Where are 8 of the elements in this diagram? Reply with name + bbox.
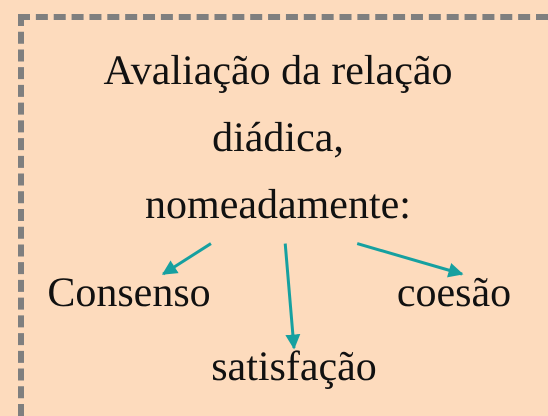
dashed-panel xyxy=(18,14,548,416)
heading-text: Avaliação da relação diádica, nomeadamente: xyxy=(88,38,468,240)
node-label: coesão xyxy=(374,260,534,328)
node-label: Consenso xyxy=(34,260,224,328)
node-label: satisfação xyxy=(204,334,384,402)
arrow xyxy=(284,243,300,350)
arrow xyxy=(162,242,212,276)
arrow xyxy=(356,242,464,278)
